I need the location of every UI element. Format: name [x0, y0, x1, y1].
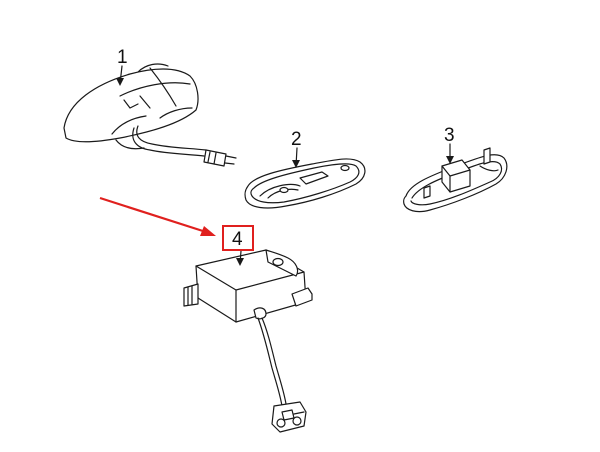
red-arrow-icon	[99, 196, 216, 236]
highlight-box	[222, 225, 254, 251]
callout-4: 4	[232, 229, 243, 250]
antenna-module-icon	[183, 249, 313, 433]
callout-1: 1	[117, 47, 128, 68]
leader-lines	[116, 65, 454, 266]
callout-2: 2	[291, 129, 302, 150]
antenna-base-icon	[403, 147, 508, 213]
shark-fin-antenna-icon	[63, 63, 237, 167]
antenna-gasket-icon	[244, 158, 366, 209]
callout-3: 3	[444, 125, 455, 146]
